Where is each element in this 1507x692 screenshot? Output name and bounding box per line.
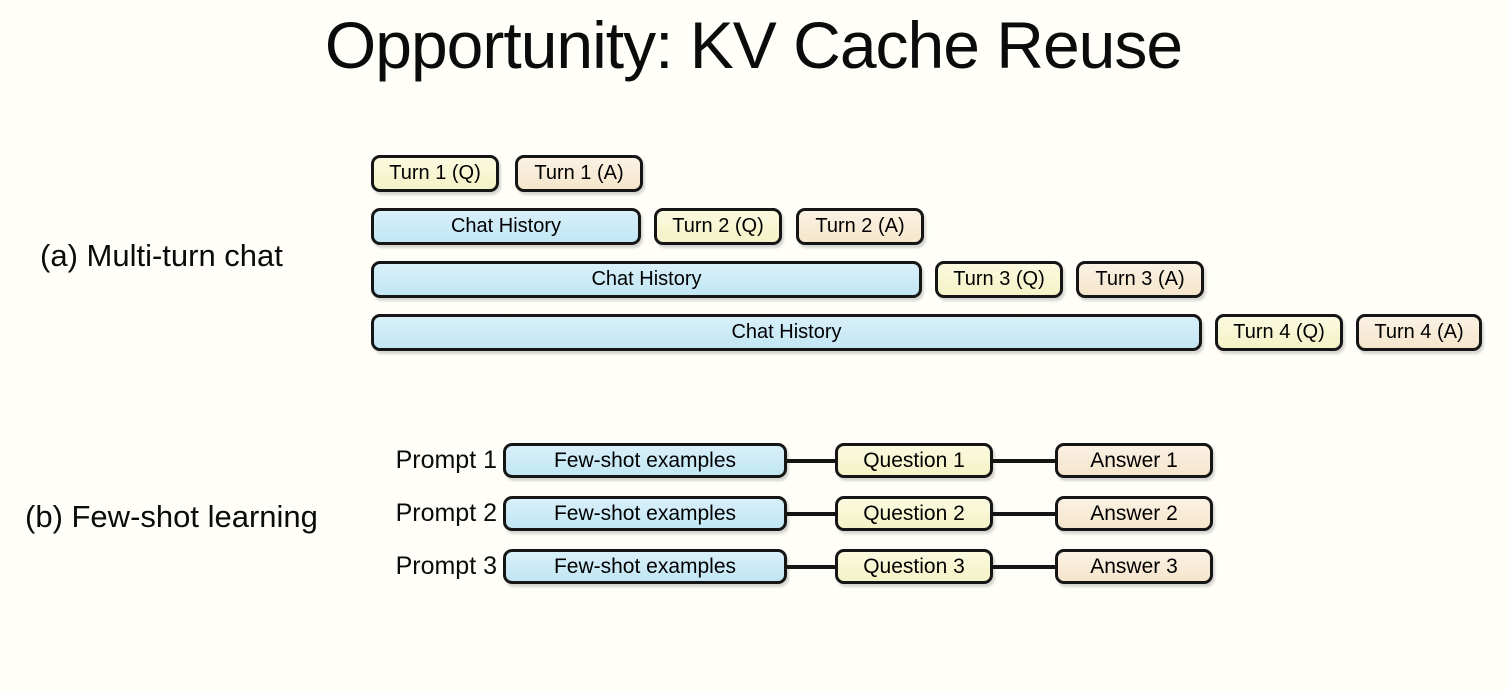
section-a-label: (a) Multi-turn chat (40, 238, 283, 273)
box-turn-1-a-row1: Turn 1 (A) (515, 155, 643, 192)
box-turn-2-a-row2: Turn 2 (A) (796, 208, 924, 245)
box-chat-history-row2: Chat History (371, 208, 641, 245)
connector-line (993, 511, 1055, 516)
box-turn-1-q-row1: Turn 1 (Q) (371, 155, 499, 192)
box-turn-3-q-row3: Turn 3 (Q) (935, 261, 1063, 298)
box-turn-4-a-row4: Turn 4 (A) (1356, 314, 1482, 351)
connector-line (787, 458, 835, 463)
prompt-label-1: Prompt 1 (395, 445, 497, 474)
connector-line (787, 511, 835, 516)
box-few-shot-examples: Few-shot examples (503, 443, 787, 478)
box-question-3: Question 3 (835, 549, 993, 584)
box-question-1: Question 1 (835, 443, 993, 478)
box-turn-2-q-row2: Turn 2 (Q) (654, 208, 782, 245)
prompt-label-3: Prompt 3 (395, 551, 497, 580)
slide-title: Opportunity: KV Cache Reuse (324, 8, 1183, 82)
box-chat-history-row3: Chat History (371, 261, 922, 298)
box-turn-4-q-row4: Turn 4 (Q) (1215, 314, 1343, 351)
connector-line (787, 564, 835, 569)
section-b-label: (b) Few-shot learning (25, 499, 318, 534)
prompt-label-2: Prompt 2 (395, 498, 497, 527)
box-answer-3: Answer 3 (1055, 549, 1213, 584)
box-turn-3-a-row3: Turn 3 (A) (1076, 261, 1204, 298)
box-chat-history-row4: Chat History (371, 314, 1202, 351)
box-answer-2: Answer 2 (1055, 496, 1213, 531)
box-question-2: Question 2 (835, 496, 993, 531)
box-few-shot-examples: Few-shot examples (503, 549, 787, 584)
connector-line (993, 458, 1055, 463)
box-few-shot-examples: Few-shot examples (503, 496, 787, 531)
box-answer-1: Answer 1 (1055, 443, 1213, 478)
connector-line (993, 564, 1055, 569)
